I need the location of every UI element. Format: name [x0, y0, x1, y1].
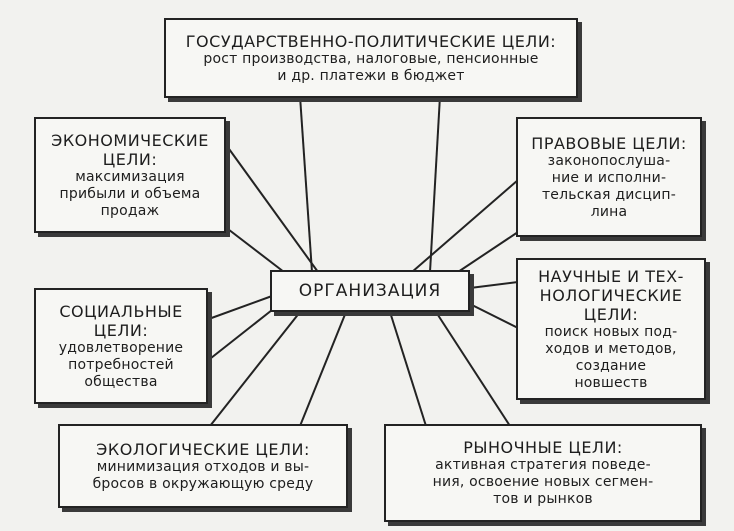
node-sci-title: НАУЧНЫЕ И ТЕХ- НОЛОГИЧЕСКИЕ ЦЕЛИ:	[538, 266, 684, 324]
connector-mkt-2	[435, 311, 511, 427]
connector-env-1	[209, 311, 301, 427]
connector-env-2	[299, 311, 347, 427]
node-soc-title: СОЦИАЛЬНЫЕ ЦЕЛИ:	[59, 301, 183, 340]
node-legal-goals: ПРАВОВЫЕ ЦЕЛИ: законопослуша- ние и испо…	[516, 117, 702, 237]
node-law-description: законопослуша- ние и исполни- тельская д…	[541, 152, 677, 220]
connector-gov-1	[299, 95, 313, 273]
connector-law-1	[411, 179, 519, 273]
node-economic-goals: ЭКОНОМИЧЕСКИЕ ЦЕЛИ: максимизация прибыли…	[34, 117, 226, 233]
connector-eco-1	[223, 141, 319, 273]
node-gov-description: рост производства, налоговые, пенсионные…	[203, 50, 539, 84]
connector-gov-2	[429, 95, 441, 273]
node-eco-description: максимизация прибыли и объема продаж	[59, 168, 201, 219]
node-scientific-goals: НАУЧНЫЕ И ТЕХ- НОЛОГИЧЕСКИЕ ЦЕЛИ: поиск …	[516, 258, 706, 400]
connector-sci-1	[469, 281, 519, 289]
node-ecological-goals: ЭКОЛОГИЧЕСКИЕ ЦЕЛИ: минимизация отходов …	[58, 424, 348, 508]
connector-sci-2	[469, 303, 519, 329]
node-organization-center: ОРГАНИЗАЦИЯ	[270, 270, 470, 312]
node-env-title: ЭКОЛОГИЧЕСКИЕ ЦЕЛИ:	[96, 439, 310, 459]
connector-soc-1	[205, 295, 273, 321]
node-gov-political-goals: ГОСУДАРСТВЕННО-ПОЛИТИЧЕСКИЕ ЦЕЛИ: рост п…	[164, 18, 578, 98]
node-mkt-description: активная стратегия поведе- ния, освоение…	[432, 457, 654, 507]
node-social-goals: СОЦИАЛЬНЫЕ ЦЕЛИ: удовлетворение потребно…	[34, 288, 208, 404]
connector-mkt-1	[389, 311, 427, 427]
node-soc-description: удовлетворение потребностей общества	[58, 339, 184, 390]
node-sci-description: поиск новых под- ходов и методов, создан…	[544, 323, 678, 391]
node-mkt-title: РЫНОЧНЫЕ ЦЕЛИ:	[463, 438, 623, 457]
node-env-description: минимизация отходов и вы- бросов в окруж…	[92, 458, 314, 492]
node-gov-title: ГОСУДАРСТВЕННО-ПОЛИТИЧЕСКИЕ ЦЕЛИ:	[185, 31, 557, 51]
node-law-title: ПРАВОВЫЕ ЦЕЛИ:	[531, 133, 687, 153]
connector-eco-2	[223, 225, 285, 273]
node-eco-title: ЭКОНОМИЧЕСКИЕ ЦЕЛИ:	[51, 130, 209, 169]
node-market-goals: РЫНОЧНЫЕ ЦЕЛИ: активная стратегия поведе…	[384, 424, 702, 522]
node-org-title: ОРГАНИЗАЦИЯ	[298, 280, 442, 301]
connector-law-2	[457, 231, 519, 273]
connector-soc-2	[205, 309, 273, 363]
